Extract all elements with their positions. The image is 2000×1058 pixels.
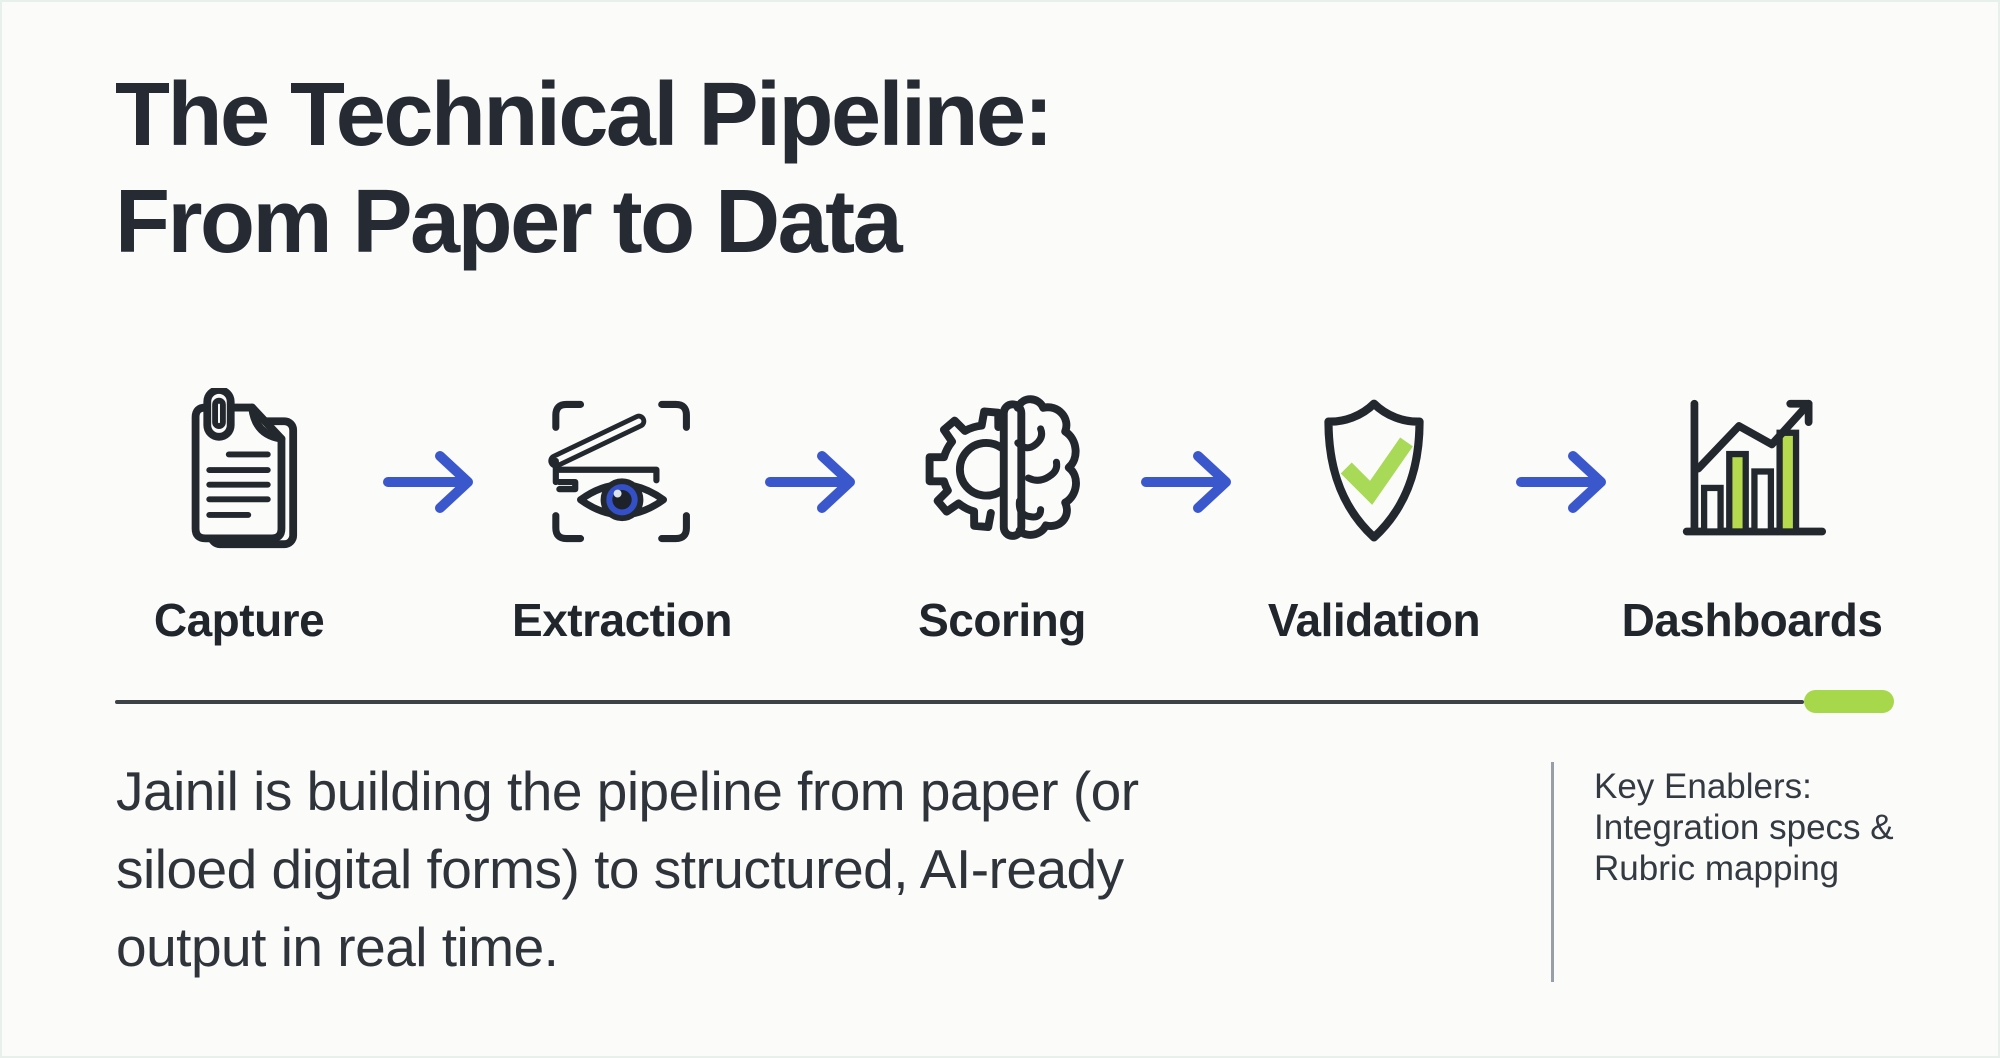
summary-line-1: Jainil is building the pipeline from pap… — [116, 760, 1139, 822]
stage-label-capture: Capture — [153, 594, 325, 646]
key-enablers-line-2: Integration specs & — [1594, 808, 1894, 847]
stage-label-validation: Validation — [1267, 594, 1481, 646]
pipeline-stage-capture: Capture — [109, 385, 369, 647]
right-arrow-icon — [383, 451, 473, 513]
summary-line-3: output in real time. — [116, 916, 559, 978]
scanner-eye-icon — [548, 400, 690, 542]
right-arrow-icon — [1516, 451, 1606, 513]
paperclip-documents-icon — [191, 388, 298, 549]
extraction-icon-box — [547, 385, 697, 557]
gear-brain-icon — [925, 395, 1080, 540]
page-title: The Technical Pipeline: From Paper to Da… — [115, 62, 1054, 276]
divider-green-accent — [1804, 690, 1894, 713]
stage-label-extraction: Extraction — [512, 594, 732, 646]
scoring-icon-box — [923, 385, 1081, 557]
right-arrow-icon — [1141, 451, 1231, 513]
pipeline-stage-scoring: Scoring — [872, 385, 1132, 647]
dashboards-icon-box — [1675, 385, 1830, 557]
key-enablers-text: Key Enablers: Integration specs & Rubric… — [1594, 766, 1894, 889]
bar-chart-growth-icon — [1682, 399, 1826, 536]
summary-line-2: siloed digital forms) to structured, AI-… — [116, 838, 1124, 900]
validation-icon-box — [1310, 385, 1438, 557]
right-arrow-icon — [765, 451, 855, 513]
key-enablers-divider — [1551, 762, 1554, 982]
stage-label-scoring: Scoring — [918, 594, 1086, 646]
page-title-line-1: The Technical Pipeline: — [115, 65, 1054, 165]
summary-text: Jainil is building the pipeline from pap… — [116, 752, 1139, 986]
shield-checkmark-icon — [1324, 399, 1424, 541]
page-title-line-2: From Paper to Data — [115, 172, 903, 272]
section-divider-line — [115, 700, 1804, 704]
capture-icon-box — [178, 385, 300, 557]
key-enablers-line-1: Key Enablers: — [1594, 767, 1812, 806]
key-enablers-line-3: Rubric mapping — [1594, 849, 1840, 888]
pipeline-stage-validation: Validation — [1244, 385, 1504, 647]
pipeline-stage-dashboards: Dashboards — [1621, 385, 1883, 647]
stage-label-dashboards: Dashboards — [1621, 594, 1883, 646]
pipeline-stage-extraction: Extraction — [492, 385, 752, 647]
